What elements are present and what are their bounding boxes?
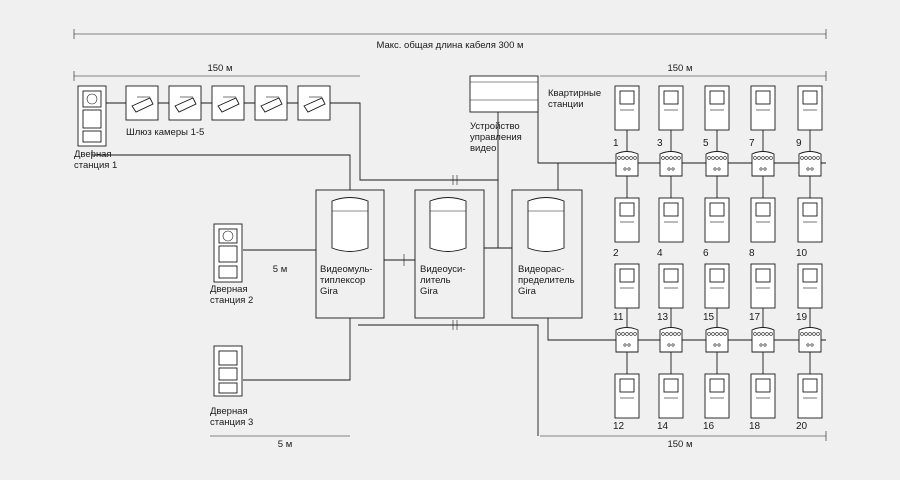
apartment-station bbox=[658, 197, 684, 243]
apartment-station bbox=[797, 85, 823, 131]
line-splitter bbox=[705, 151, 729, 177]
length-top-left: 150 м bbox=[207, 63, 232, 74]
station-number: 9 bbox=[796, 138, 802, 149]
camera-icon bbox=[211, 85, 245, 121]
apartment-station bbox=[614, 373, 640, 419]
apartment-station bbox=[750, 85, 776, 131]
length-top-right: 150 м bbox=[667, 63, 692, 74]
station-number: 5 bbox=[703, 138, 709, 149]
camera-icon bbox=[297, 85, 331, 121]
station-number: 19 bbox=[796, 312, 808, 323]
station-number: 10 bbox=[796, 248, 808, 259]
line-splitter bbox=[659, 151, 683, 177]
station-number: 8 bbox=[749, 248, 755, 259]
line-splitter bbox=[751, 151, 775, 177]
station-number: 17 bbox=[749, 312, 761, 323]
camera-icon bbox=[125, 85, 159, 121]
multiplexer-unit bbox=[315, 189, 385, 319]
camera-gateway bbox=[125, 85, 331, 121]
multiplexer-label: Видеомуль- типлексор Gira bbox=[320, 264, 375, 297]
video-controller-label: Устройство управления видео bbox=[470, 121, 524, 154]
door-station-2-label: Дверная станция 2 bbox=[210, 284, 253, 306]
station-number: 15 bbox=[703, 312, 715, 323]
station-number: 7 bbox=[749, 138, 755, 149]
station-number: 11 bbox=[613, 312, 624, 323]
apartment-stations-label: Квартирные станции bbox=[548, 88, 604, 110]
apartment-station bbox=[658, 85, 684, 131]
line-splitter bbox=[798, 151, 822, 177]
apartment-station bbox=[750, 197, 776, 243]
station-number: 14 bbox=[657, 421, 669, 432]
station-number: 6 bbox=[703, 248, 709, 259]
length-mid-left: 5 м bbox=[273, 264, 287, 275]
line-splitter bbox=[659, 327, 683, 353]
apartment-station bbox=[658, 373, 684, 419]
line-splitter bbox=[615, 151, 639, 177]
station-number: 3 bbox=[657, 138, 663, 149]
line-splitter bbox=[751, 327, 775, 353]
distributor-unit bbox=[511, 189, 583, 319]
door-station-1-label: Дверная станция 1 bbox=[74, 149, 117, 171]
length-bottom-left: 5 м bbox=[278, 439, 292, 450]
station-number: 4 bbox=[657, 248, 663, 259]
camera-gateway-label: Шлюз камеры 1-5 bbox=[126, 127, 204, 138]
line-splitter bbox=[615, 327, 639, 353]
length-bottom-right: 150 м bbox=[667, 439, 692, 450]
station-number: 20 bbox=[796, 421, 808, 432]
total-length-label: Макс. общая длина кабеля 300 м bbox=[376, 40, 523, 51]
apartment-station bbox=[797, 197, 823, 243]
station-number: 1 bbox=[613, 138, 619, 149]
line-splitter bbox=[705, 327, 729, 353]
door-station-3-label: Дверная станция 3 bbox=[210, 406, 253, 428]
door-station-1 bbox=[77, 85, 107, 147]
distributor-label: Видеорас- пределитель Gira bbox=[518, 264, 577, 297]
door-station-2 bbox=[213, 223, 243, 283]
apartment-station bbox=[614, 85, 640, 131]
apartment-station bbox=[704, 263, 730, 309]
apartment-station bbox=[704, 85, 730, 131]
station-number: 16 bbox=[703, 421, 715, 432]
station-number: 2 bbox=[613, 248, 619, 259]
station-number: 12 bbox=[613, 421, 625, 432]
apartment-station bbox=[750, 263, 776, 309]
amplifier-unit bbox=[414, 189, 485, 319]
apartment-station bbox=[658, 263, 684, 309]
camera-icon bbox=[254, 85, 288, 121]
apartment-station bbox=[750, 373, 776, 419]
door-station-3 bbox=[213, 345, 243, 397]
dimension-lines bbox=[73, 29, 827, 441]
station-number: 18 bbox=[749, 421, 761, 432]
station-number: 13 bbox=[657, 312, 669, 323]
amplifier-label: Видеоуси- литель Gira bbox=[420, 264, 468, 297]
line-splitter bbox=[798, 327, 822, 353]
apartment-station bbox=[797, 373, 823, 419]
apartment-station bbox=[614, 197, 640, 243]
video-controller bbox=[469, 75, 539, 113]
camera-icon bbox=[168, 85, 202, 121]
apartment-station bbox=[614, 263, 640, 309]
apartment-station bbox=[704, 373, 730, 419]
apartment-station bbox=[704, 197, 730, 243]
apartment-station bbox=[797, 263, 823, 309]
